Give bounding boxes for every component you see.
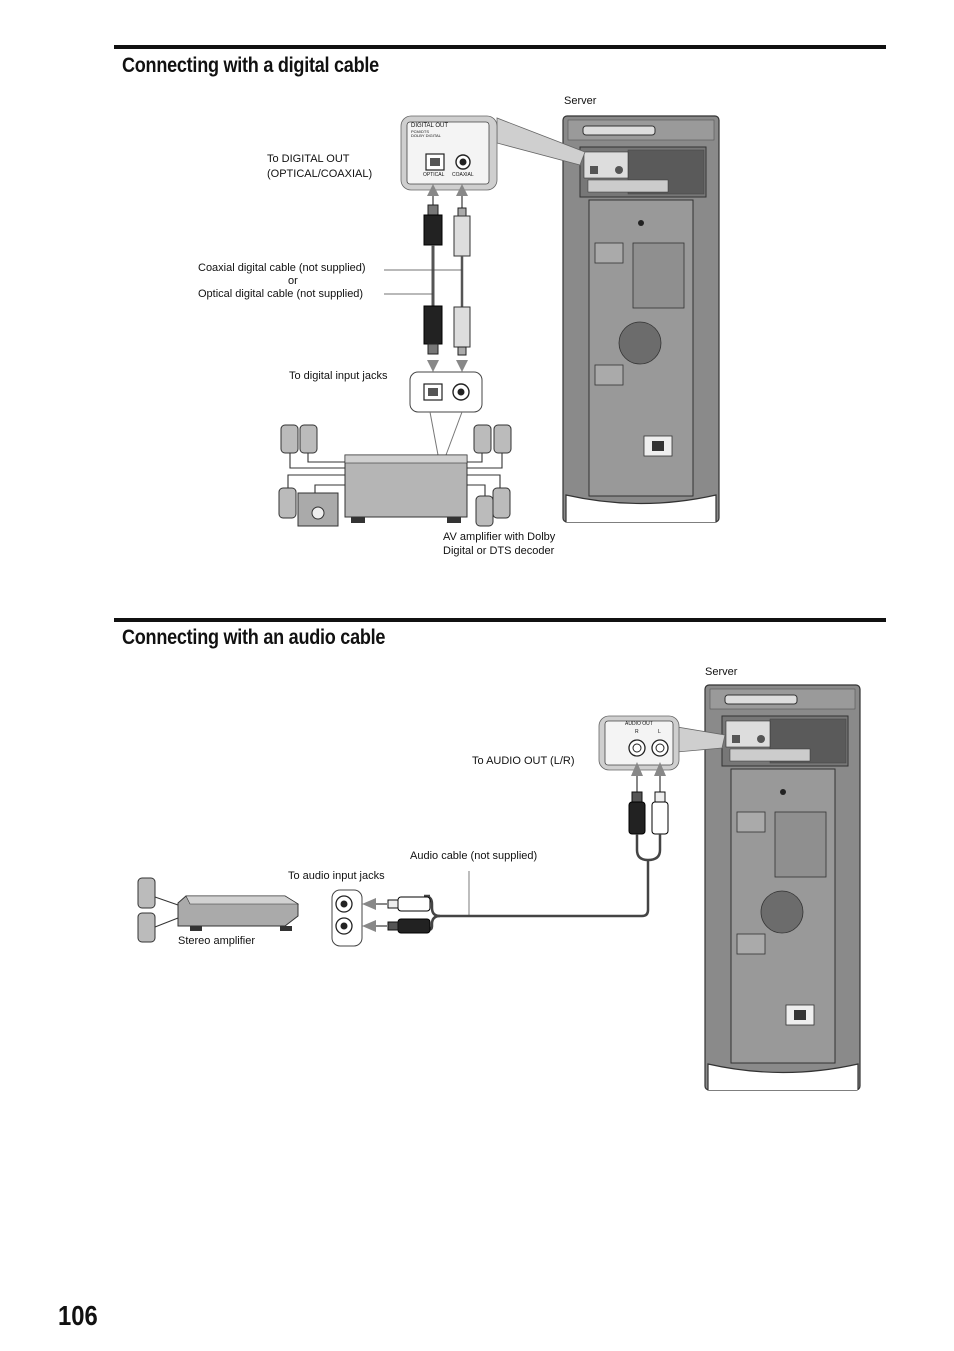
label-optical-cable: Optical digital cable (not supplied) (198, 288, 364, 300)
heading-audio-cable: Connecting with an audio cable (122, 626, 386, 649)
audio-out-callout (598, 715, 726, 771)
audio-input-jacks (331, 889, 363, 947)
section-rule-audio (114, 618, 886, 622)
label-server-2: Server (705, 666, 738, 678)
label-av-amp-1: AV amplifier with Dolby (443, 531, 556, 543)
label-digital-out-1: To DIGITAL OUT (267, 153, 350, 165)
audio-cable (362, 762, 669, 934)
label-audio-input: To audio input jacks (288, 870, 385, 882)
label-server-1: Server (564, 95, 597, 107)
optical-cable (423, 184, 443, 372)
panel-audio-out-title: AUDIO OUT (625, 721, 653, 727)
label-digital-input: To digital input jacks (289, 370, 388, 382)
label-audio-cable: Audio cable (not supplied) (410, 850, 538, 862)
heading-digital-cable: Connecting with a digital cable (122, 54, 379, 77)
page-number: 106 (58, 1300, 98, 1331)
panel-audio-l: L (658, 729, 661, 735)
server-1 (562, 115, 720, 523)
digital-out-callout (400, 115, 586, 191)
label-coax-cable: Coaxial digital cable (not supplied) (198, 262, 366, 274)
coaxial-cable (453, 184, 471, 372)
label-audio-out: To AUDIO OUT (L/R) (472, 755, 575, 767)
panel-optical-label: OPTICAL (423, 172, 445, 178)
section-rule-digital (114, 45, 886, 49)
panel-digital-out-subtitle1: PCM/DTS (411, 129, 429, 134)
server-2 (704, 684, 861, 1091)
digital-input-jacks (409, 371, 483, 456)
label-or: or (288, 275, 298, 287)
label-av-amp-2: Digital or DTS decoder (443, 545, 555, 557)
av-amplifier (278, 424, 512, 527)
stereo-amplifier (137, 877, 300, 943)
panel-audio-r: R (635, 729, 639, 735)
label-stereo-amp: Stereo amplifier (178, 935, 256, 947)
panel-digital-out-subtitle2: DOLBY DIGITAL (411, 133, 441, 138)
panel-coaxial-label: COAXIAL (452, 172, 474, 178)
label-digital-out-2: (OPTICAL/COAXIAL) (267, 168, 373, 180)
panel-digital-out-title: DIGITAL OUT (411, 123, 449, 129)
